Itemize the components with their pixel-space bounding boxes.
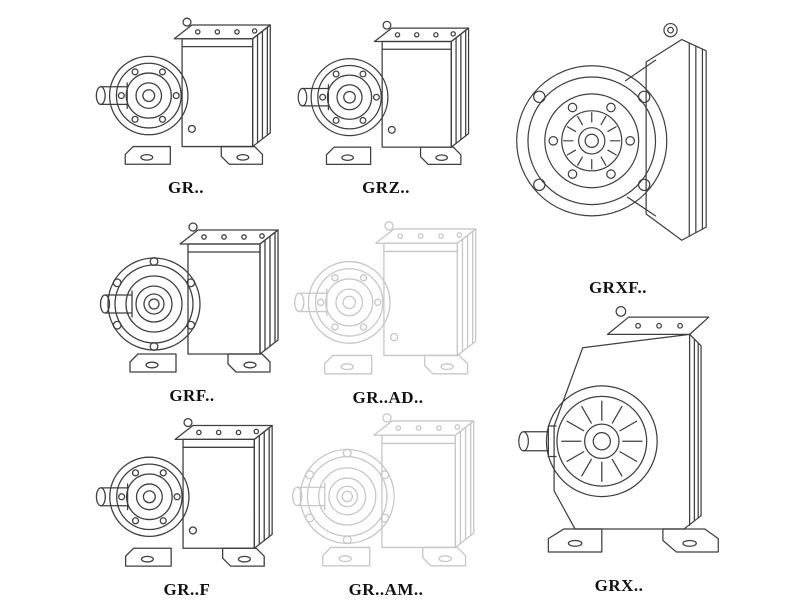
model-label-grf: GRF.. — [169, 386, 215, 405]
model-label-grxf: GRXF.. — [588, 278, 648, 297]
model-figure-grf: GRF.. — [92, 210, 292, 406]
gearbox-drawing-grxf — [492, 2, 744, 274]
model-figure-gr-am: GR..AM.. — [284, 404, 488, 600]
model-figure-gr-ad: GR..AD.. — [286, 206, 490, 408]
model-figure-grx: GRX.. — [488, 300, 750, 596]
model-label-grx: GRX.. — [594, 576, 644, 595]
model-figure-grxf: GRXF.. — [492, 2, 744, 298]
model-figure-grz: GRZ.. — [290, 2, 482, 198]
gearbox-drawing-gr-ad-faint — [286, 206, 490, 384]
gearbox-drawing-gr-f — [88, 404, 286, 576]
model-label-gr-am: GR..AM.. — [348, 580, 424, 599]
model-label-gr-f: GR..F — [163, 580, 211, 599]
gearbox-drawing-grz — [290, 2, 482, 174]
model-label-grz: GRZ.. — [362, 178, 410, 197]
gearbox-drawing-gr-am-faint — [284, 404, 488, 576]
model-figure-gr: GR.. — [88, 2, 284, 198]
model-label-gr: GR.. — [168, 178, 204, 197]
gearbox-drawing-grx — [488, 300, 750, 572]
gearbox-drawing-grf — [92, 210, 292, 382]
gearbox-drawing-gr — [88, 2, 284, 174]
model-figure-gr-f: GR..F — [88, 404, 286, 600]
model-label-gr-ad: GR..AD.. — [352, 388, 424, 407]
